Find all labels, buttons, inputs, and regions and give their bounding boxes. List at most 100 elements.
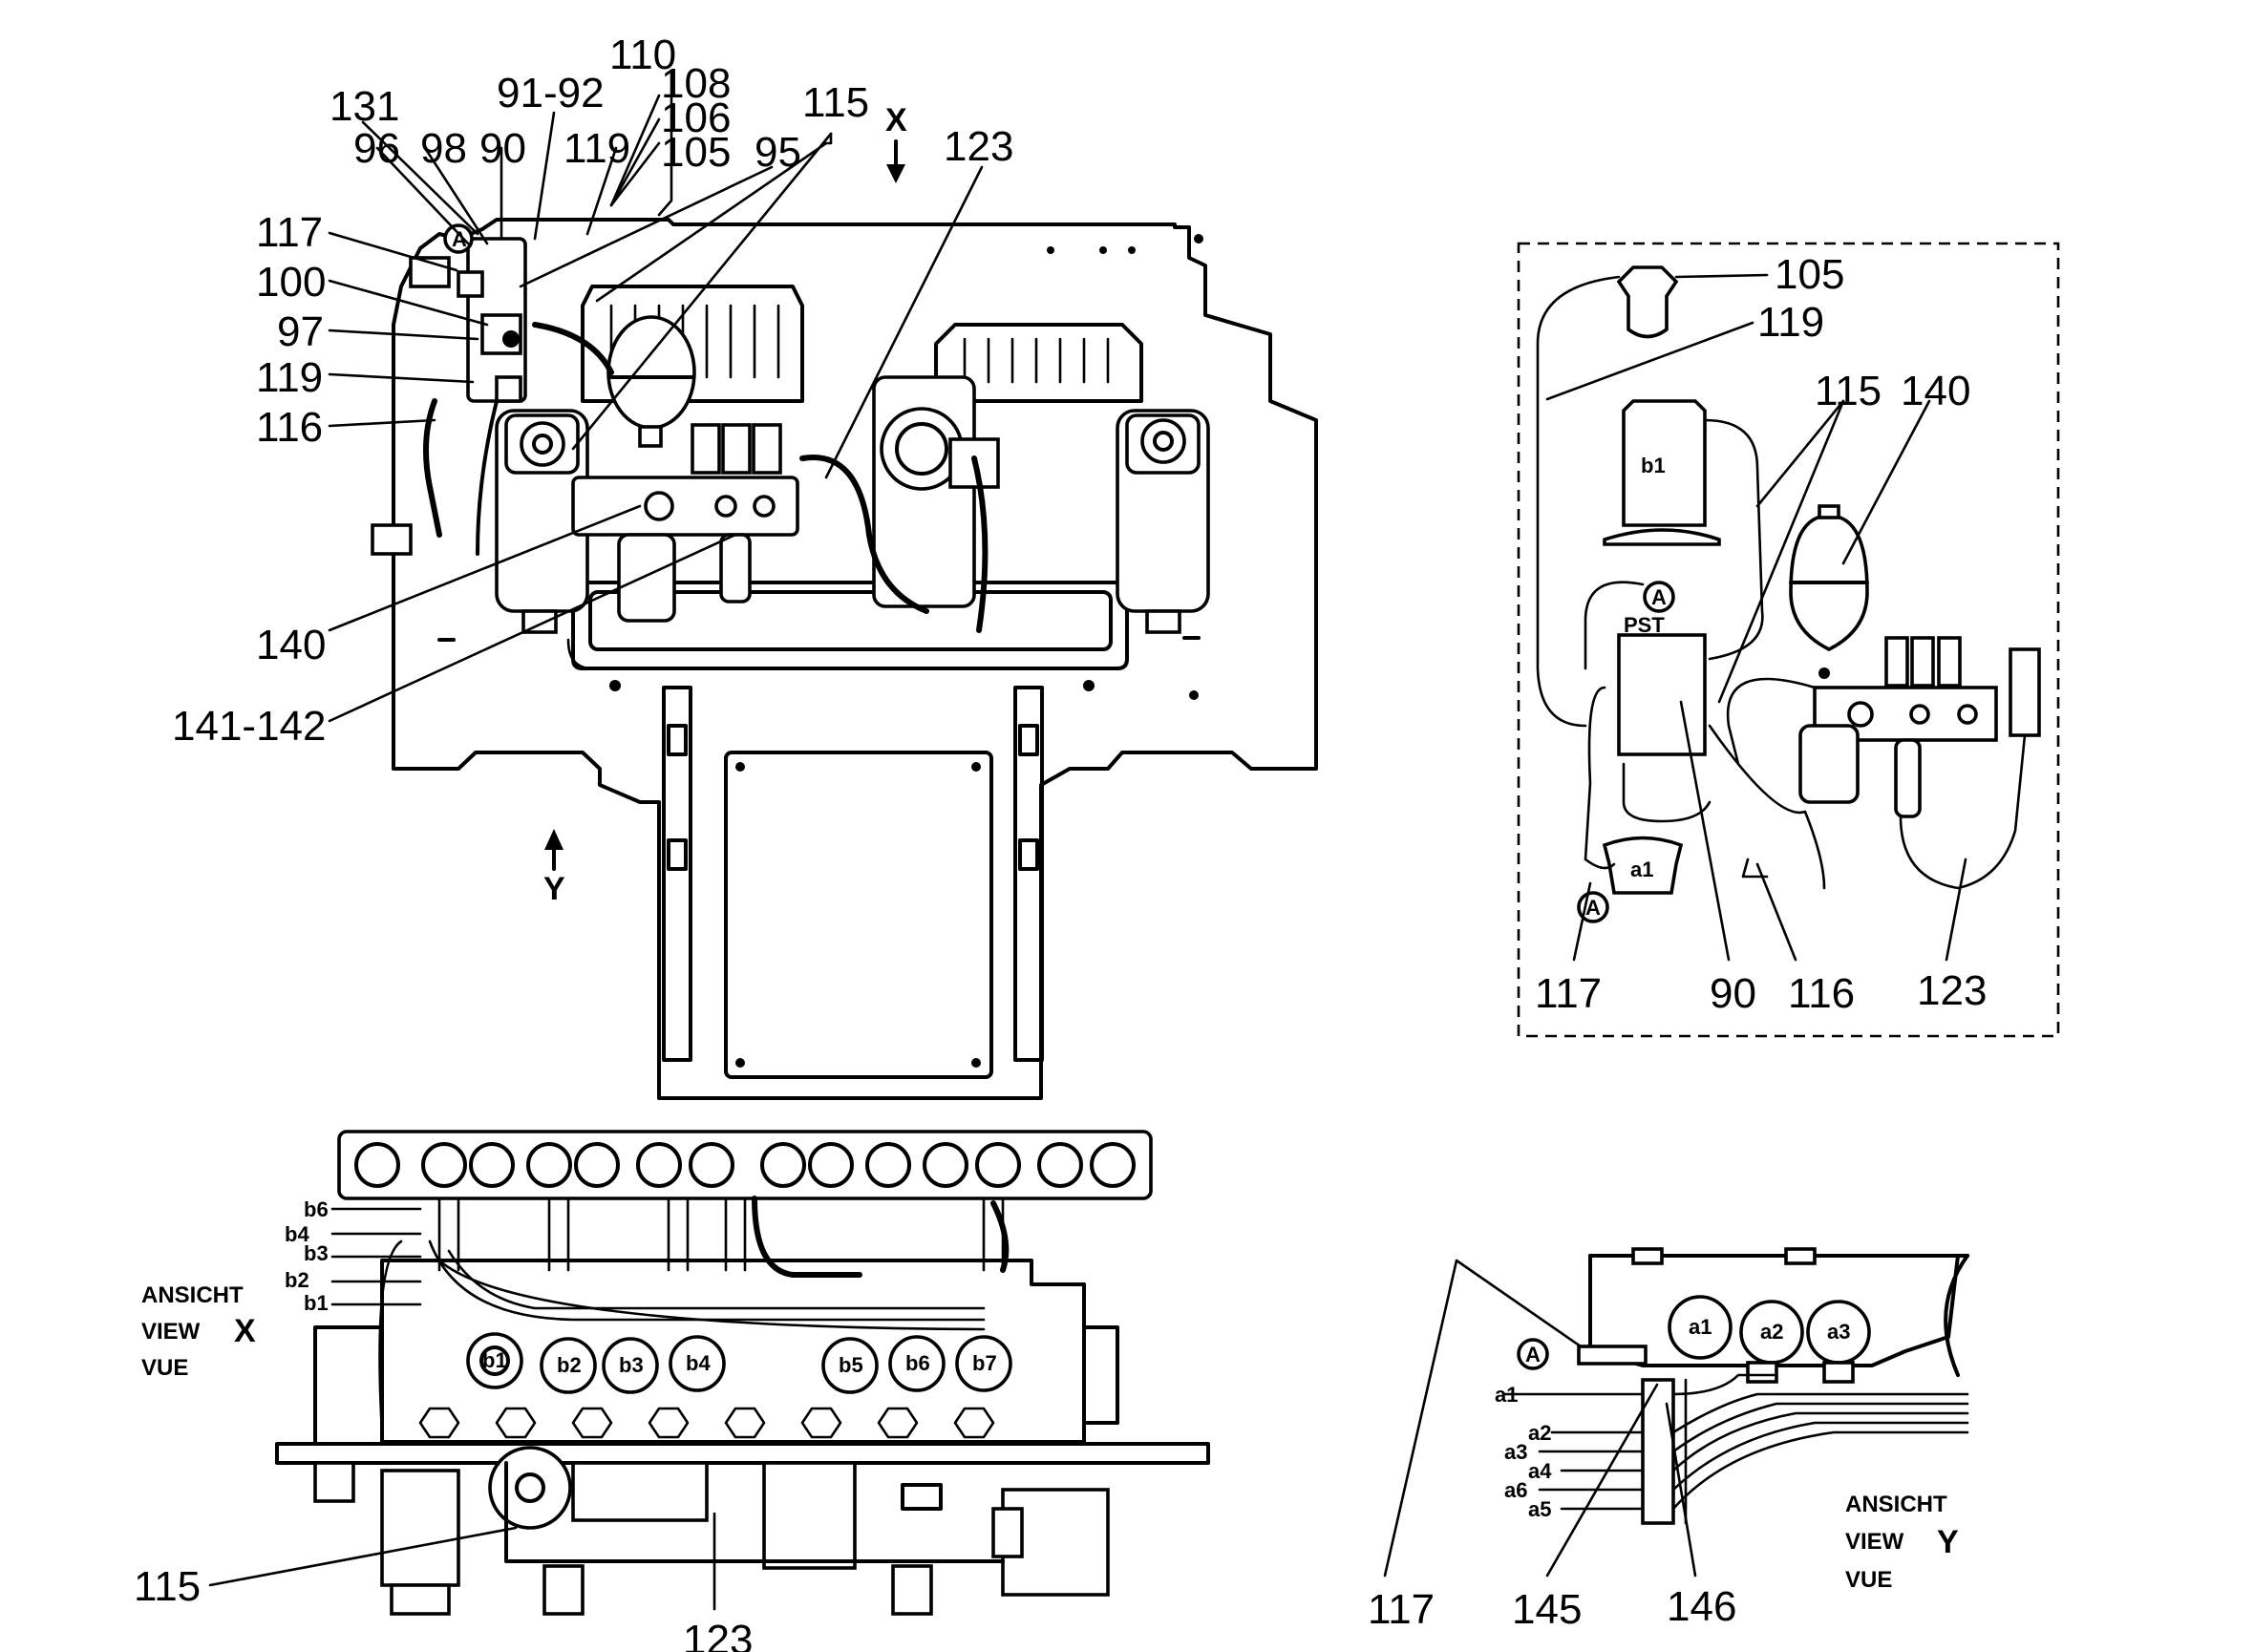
svg-text:a1: a1 [1495, 1383, 1518, 1407]
svg-text:b1: b1 [1641, 454, 1666, 477]
lower-frame [571, 581, 1129, 670]
svg-text:116: 116 [1788, 970, 1855, 1017]
direction-arrow-y: Y [543, 829, 565, 907]
svg-text:140: 140 [1901, 368, 1970, 414]
svg-text:140: 140 [256, 622, 326, 668]
hose-115 [532, 322, 614, 375]
svg-text:119: 119 [1757, 299, 1824, 346]
svg-text:Y: Y [1937, 1524, 1959, 1560]
svg-text:Y: Y [543, 871, 565, 907]
svg-text:95: 95 [755, 129, 801, 176]
svg-text:a1: a1 [1630, 858, 1653, 881]
svg-text:PST: PST [1624, 613, 1665, 637]
pst-block: PST A [1617, 581, 1707, 756]
tank-left [581, 285, 804, 403]
detail-leader-lines [1545, 273, 1967, 962]
svg-text:108: 108 [661, 60, 731, 107]
svg-text:105: 105 [661, 129, 731, 176]
view-x-valves: b1 b2 b3 b4 b5 b6 b7 [466, 1332, 1012, 1394]
svg-text:ANSICHT: ANSICHT [141, 1282, 244, 1308]
svg-text:A: A [1585, 896, 1601, 920]
svg-text:a4: a4 [1528, 1459, 1552, 1483]
svg-text:100: 100 [256, 259, 326, 306]
svg-text:119: 119 [564, 125, 630, 172]
svg-text:115: 115 [1815, 368, 1882, 414]
detail-schematic: b1 PST A a1 [1517, 242, 2060, 1038]
svg-text:145: 145 [1512, 1586, 1582, 1633]
svg-text:105: 105 [1775, 251, 1844, 298]
main-callouts: 110 108 106 105 131 91-92 115 96 98 90 1… [172, 32, 1013, 750]
svg-text:a5: a5 [1528, 1497, 1551, 1521]
svg-text:b3: b3 [619, 1353, 644, 1377]
svg-text:b2: b2 [557, 1353, 582, 1377]
base-plate-outline [392, 218, 1318, 1100]
svg-text:A: A [1525, 1343, 1541, 1366]
svg-text:X: X [885, 102, 907, 138]
view-y-port-block [1641, 1378, 1675, 1525]
view-x-underside [313, 1446, 1110, 1616]
detail-valve-block [1798, 636, 2041, 818]
svg-text:b5: b5 [839, 1353, 863, 1377]
view-x-leaders [208, 1512, 716, 1611]
view-x-callouts: 115 123 [134, 1563, 753, 1652]
view-x-manifold-ports [354, 1142, 1136, 1188]
svg-text:115: 115 [802, 79, 869, 126]
svg-text:116: 116 [256, 404, 323, 451]
svg-text:VUE: VUE [141, 1355, 188, 1381]
view-y-pipes [1671, 1373, 1969, 1525]
svg-text:A: A [1651, 585, 1667, 609]
detail-a1: a1 A [1577, 836, 1769, 923]
svg-text:VIEW: VIEW [1845, 1529, 1904, 1555]
svg-text:A: A [452, 227, 467, 251]
main-leader-lines [328, 70, 984, 723]
svg-text:97: 97 [277, 308, 324, 355]
svg-text:131: 131 [330, 83, 399, 130]
svg-text:b1: b1 [482, 1348, 507, 1372]
svg-text:VIEW: VIEW [141, 1319, 201, 1345]
view-x: ANSICHT VIEW VUE X b6 b4 [134, 1130, 1210, 1652]
svg-text:91-92: 91-92 [497, 70, 605, 116]
svg-text:117: 117 [256, 209, 323, 256]
view-y-ports [1502, 1392, 1645, 1511]
svg-text:b3: b3 [304, 1241, 329, 1265]
view-y-label: ANSICHT VIEW VUE Y [1845, 1492, 1959, 1593]
svg-text:a3: a3 [1504, 1440, 1527, 1464]
svg-text:90: 90 [1710, 970, 1756, 1017]
svg-text:b6: b6 [905, 1351, 930, 1375]
svg-text:115: 115 [134, 1563, 201, 1610]
svg-text:141-142: 141-142 [172, 703, 326, 750]
svg-text:ANSICHT: ANSICHT [1845, 1492, 1947, 1517]
valve-block [571, 423, 799, 623]
accumulator [606, 315, 696, 448]
svg-text:123: 123 [683, 1617, 753, 1652]
svg-text:106: 106 [661, 95, 731, 141]
view-y-callouts: 117 145 146 [1368, 1583, 1736, 1633]
rail-left [662, 686, 692, 1062]
direction-arrow-x: X [885, 102, 907, 183]
svg-text:90: 90 [479, 125, 526, 172]
access-panel [724, 751, 993, 1079]
view-x-hex-row [418, 1407, 995, 1439]
view-x-label: ANSICHT VIEW VUE X [141, 1282, 256, 1381]
filter-left [495, 409, 589, 634]
svg-text:a2: a2 [1528, 1421, 1551, 1445]
svg-text:a6: a6 [1504, 1478, 1527, 1502]
lower-frame-inner [588, 590, 1113, 651]
svg-text:b4: b4 [686, 1351, 711, 1375]
svg-text:b6: b6 [304, 1197, 329, 1221]
main-plan-view: A X Y [172, 32, 1318, 1100]
filter-right [1116, 409, 1210, 634]
left-valve-stack: A [371, 223, 527, 556]
detail-accumulator [1789, 504, 1869, 652]
svg-text:VUE: VUE [1845, 1567, 1892, 1593]
view-x-manifold [337, 1130, 1153, 1200]
svg-text:b7: b7 [972, 1351, 997, 1375]
view-x-port-labels: b6 b4 b3 b2 b1 [285, 1197, 329, 1315]
pump-unit [872, 375, 1000, 608]
svg-text:a3: a3 [1827, 1320, 1850, 1344]
view-y: a1 a2 a3 A a1 a2 a3 a4 a6 a5 [1368, 1247, 1969, 1633]
svg-text:b1: b1 [304, 1291, 329, 1315]
reservoir-b1: b1 [1603, 399, 1721, 546]
view-y-valves: a1 a2 a3 [1631, 1247, 1871, 1384]
detail-callouts: 105 119 115 140 117 90 116 123 [1535, 251, 1987, 1017]
